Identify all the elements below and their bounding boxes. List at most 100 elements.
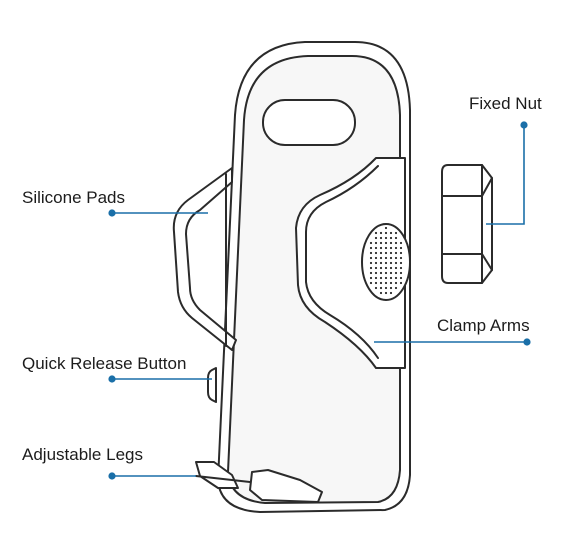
grip-dot: [384, 246, 388, 250]
grip-dot: [369, 271, 373, 275]
grip-dot: [394, 251, 398, 255]
grip-dot: [389, 231, 393, 235]
grip-dot: [384, 251, 388, 255]
quick-release-button: [207, 367, 217, 403]
adjustable-leg-crossbar: [195, 475, 251, 483]
grip-dot: [389, 261, 393, 265]
grip-dot: [394, 231, 398, 235]
grip-dot: [384, 226, 388, 230]
grip-dot: [379, 261, 383, 265]
grip-dot: [374, 276, 378, 280]
grip-dot: [374, 271, 378, 275]
grip-dot: [389, 281, 393, 285]
grip-dot: [379, 246, 383, 250]
label-silicone-pads: Silicone Pads: [22, 188, 126, 207]
grip-dot: [384, 281, 388, 285]
grip-dot: [384, 241, 388, 245]
grip-dot: [389, 256, 393, 260]
grip-dot: [374, 286, 378, 290]
grip-dot: [389, 266, 393, 270]
grip-dot: [399, 281, 403, 285]
grip-dot: [394, 271, 398, 275]
label-adjustable-legs: Adjustable Legs: [22, 445, 143, 464]
grip-dot: [384, 256, 388, 260]
grip-dot: [394, 261, 398, 265]
grip-dot: [374, 231, 378, 235]
grip-dot: [389, 286, 393, 290]
grip-dot: [384, 286, 388, 290]
leader-fixed-nut: [486, 125, 525, 225]
grip-dot: [379, 236, 383, 240]
grip-dot: [374, 251, 378, 255]
grip-dot: [374, 256, 378, 260]
grip-dot: [374, 281, 378, 285]
grip-dot: [384, 276, 388, 280]
grip-dot: [369, 281, 373, 285]
grip-dot: [369, 256, 373, 260]
grip-dot: [379, 256, 383, 260]
grip-dot: [384, 291, 388, 295]
grip-dot: [369, 266, 373, 270]
grip-dot: [369, 241, 373, 245]
grip-dot: [369, 276, 373, 280]
leader-dot-quick-release: [108, 375, 116, 383]
label-clamp-arms: Clamp Arms: [437, 316, 530, 335]
grip-dot: [379, 241, 383, 245]
leader-dot-adjustable-legs: [108, 472, 116, 480]
grip-dot: [399, 246, 403, 250]
grip-dot: [379, 231, 383, 235]
grip-dot: [394, 236, 398, 240]
grip-dot: [374, 236, 378, 240]
grip-dot: [384, 236, 388, 240]
grip-dot: [399, 266, 403, 270]
grip-dot: [384, 261, 388, 265]
grip-dot: [389, 271, 393, 275]
grip-dot: [389, 291, 393, 295]
grip-dot: [399, 261, 403, 265]
grip-dot: [379, 266, 383, 270]
grip-dot: [389, 276, 393, 280]
grip-dot: [399, 256, 403, 260]
grip-dot: [399, 251, 403, 255]
grip-dot: [394, 281, 398, 285]
grip-dot: [379, 276, 383, 280]
label-quick-release-button: Quick Release Button: [22, 354, 187, 373]
grip-dot: [394, 256, 398, 260]
grip-dot: [369, 251, 373, 255]
grip-dot: [394, 241, 398, 245]
leader-dot-fixed-nut: [520, 121, 528, 129]
grip-dot: [379, 291, 383, 295]
grip-dot: [389, 241, 393, 245]
fixed-nut-body: [441, 164, 493, 284]
grip-dot: [374, 246, 378, 250]
grip-dot: [379, 286, 383, 290]
grip-dot: [384, 271, 388, 275]
leader-dot-silicone-pads: [108, 209, 116, 217]
right-clamp-arm-inner: [305, 165, 379, 359]
adjustable-leg-right: [249, 469, 323, 503]
grip-dots: [369, 226, 403, 295]
leader-dot-clamp-arms: [523, 338, 531, 346]
grip-dot: [374, 266, 378, 270]
top-slot: [262, 99, 356, 146]
right-clamp-arm: [295, 157, 406, 369]
grip-dot: [369, 261, 373, 265]
grip-dot: [379, 281, 383, 285]
label-fixed-nut: Fixed Nut: [469, 94, 542, 113]
grip-dot: [374, 261, 378, 265]
grip-dot: [384, 231, 388, 235]
grip-dot: [394, 276, 398, 280]
grip-dot: [399, 276, 403, 280]
grip-dot: [374, 241, 378, 245]
grip-dot: [394, 286, 398, 290]
grip-dot: [389, 246, 393, 250]
grip-dot: [379, 271, 383, 275]
grip-dot: [399, 241, 403, 245]
grip-dot: [394, 266, 398, 270]
grip-dot: [399, 271, 403, 275]
grip-dot: [379, 251, 383, 255]
grip-dot: [389, 236, 393, 240]
grip-dot: [384, 266, 388, 270]
